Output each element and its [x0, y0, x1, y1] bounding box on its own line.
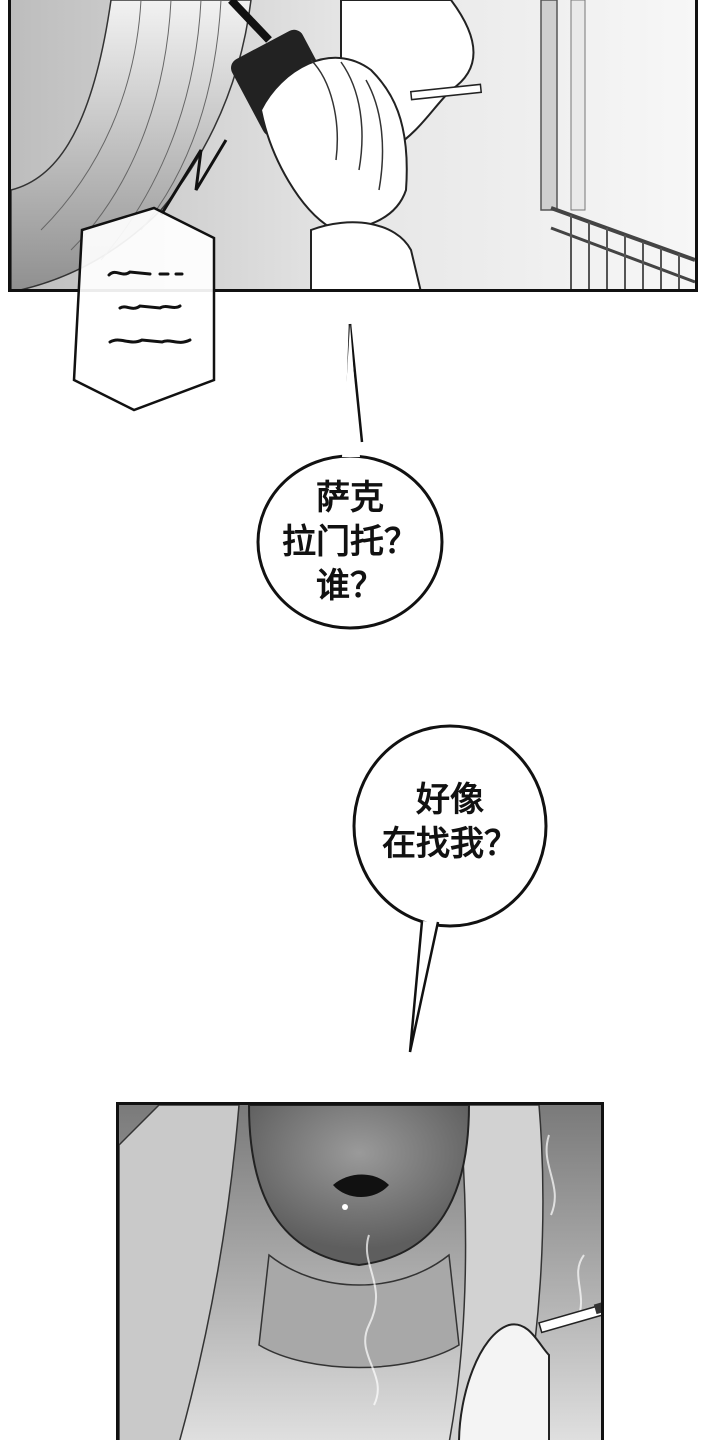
speech-bubble-1-text: 萨克 拉门托？ 谁？ [282, 478, 418, 606]
panel-smoking-closeup [116, 1102, 604, 1440]
smoking-closeup-illustration [119, 1105, 601, 1440]
speech-bubble-1-shape [256, 323, 444, 630]
phone-voice-bubble [64, 200, 224, 415]
speech-bubble-2: 好像 在找我？ [350, 716, 550, 1056]
speech-bubble-1: 萨克 拉门托？ 谁？ [250, 320, 450, 635]
speech-bubble-2-shape [352, 724, 548, 1053]
phone-voice-bubble-shape [72, 206, 216, 412]
speech-bubble-2-text: 好像 在找我？ [382, 780, 518, 864]
muffled-voice-lines [107, 270, 192, 344]
